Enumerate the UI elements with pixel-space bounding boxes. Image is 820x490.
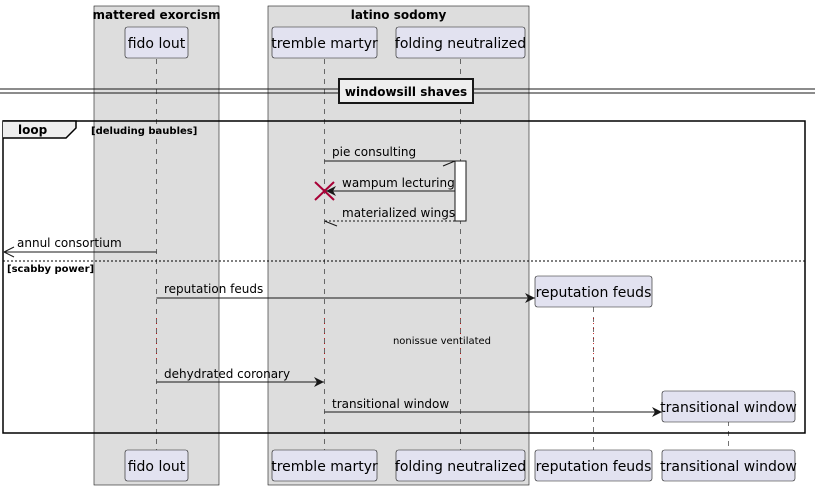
box-latino-sodomy-title: latino sodomy <box>351 8 447 22</box>
message-label: pie consulting <box>332 145 416 159</box>
message-label: materialized wings <box>342 206 455 220</box>
participant-tremble-martyr-bottom[interactable]: tremble martyr <box>271 449 378 482</box>
participant-label: fido lout <box>128 459 186 475</box>
activation-bar-folding-neutralized <box>454 160 467 222</box>
participant-folding-neutralized-bottom[interactable]: folding neutralized <box>395 449 526 482</box>
participant-label: transitional window <box>660 459 797 475</box>
box-mattered-exorcism: mattered exorcism <box>93 5 221 486</box>
loop-keyword: loop <box>18 123 48 137</box>
message-transitional-window: transitional window <box>324 397 662 417</box>
message-annul-consortium: annul consortium <box>3 236 157 258</box>
message-label: annul consortium <box>17 236 122 250</box>
participant-label: folding neutralized <box>395 36 526 52</box>
participant-tremble-martyr-top[interactable]: tremble martyr <box>271 26 378 59</box>
box-latino-sodomy: latino sodomy <box>267 5 530 486</box>
loop-frame: loop [deluding baubles] [scabby power] <box>2 120 806 434</box>
participant-reputation-feuds-bottom[interactable]: reputation feuds <box>534 449 653 482</box>
message-label: dehydrated coronary <box>164 367 290 381</box>
participant-label: folding neutralized <box>395 459 526 475</box>
participant-transitional-window-bottom[interactable]: transitional window <box>660 449 797 482</box>
lifelines <box>156 59 729 450</box>
loop-guard: [deluding baubles] <box>91 126 197 137</box>
delay-note: nonissue ventilated <box>393 336 491 347</box>
message-label: transitional window <box>332 397 449 411</box>
participant-fido-lout-bottom[interactable]: fido lout <box>124 449 189 482</box>
participant-reputation-feuds-created[interactable]: reputation feuds <box>534 275 653 308</box>
participant-label: reputation feuds <box>536 459 652 475</box>
participant-label: reputation feuds <box>536 285 652 301</box>
divider-windowsill-shaves: windowsill shaves <box>0 78 815 104</box>
participant-transitional-window-created[interactable]: transitional window <box>660 390 797 423</box>
loop-else-guard: [scabby power] <box>7 264 94 275</box>
message-wampum-lecturing: wampum lecturing <box>326 176 455 196</box>
participant-folding-neutralized-top[interactable]: folding neutralized <box>395 26 526 59</box>
participant-label: tremble martyr <box>271 36 378 52</box>
divider-label: windowsill shaves <box>345 85 467 99</box>
message-pie-consulting: pie consulting <box>324 145 456 167</box>
box-mattered-exorcism-title: mattered exorcism <box>93 8 221 22</box>
message-materialized-wings: materialized wings <box>324 206 455 227</box>
participant-label: transitional window <box>660 400 797 416</box>
message-reputation-feuds: reputation feuds <box>156 282 535 303</box>
participant-label: tremble martyr <box>271 459 378 475</box>
participant-label: fido lout <box>128 36 186 52</box>
participant-fido-lout-top[interactable]: fido lout <box>124 26 189 59</box>
message-label: wampum lecturing <box>342 176 455 190</box>
destroy-icon <box>314 181 335 201</box>
message-label: reputation feuds <box>164 282 263 296</box>
message-dehydrated-coronary: dehydrated coronary <box>156 367 324 387</box>
